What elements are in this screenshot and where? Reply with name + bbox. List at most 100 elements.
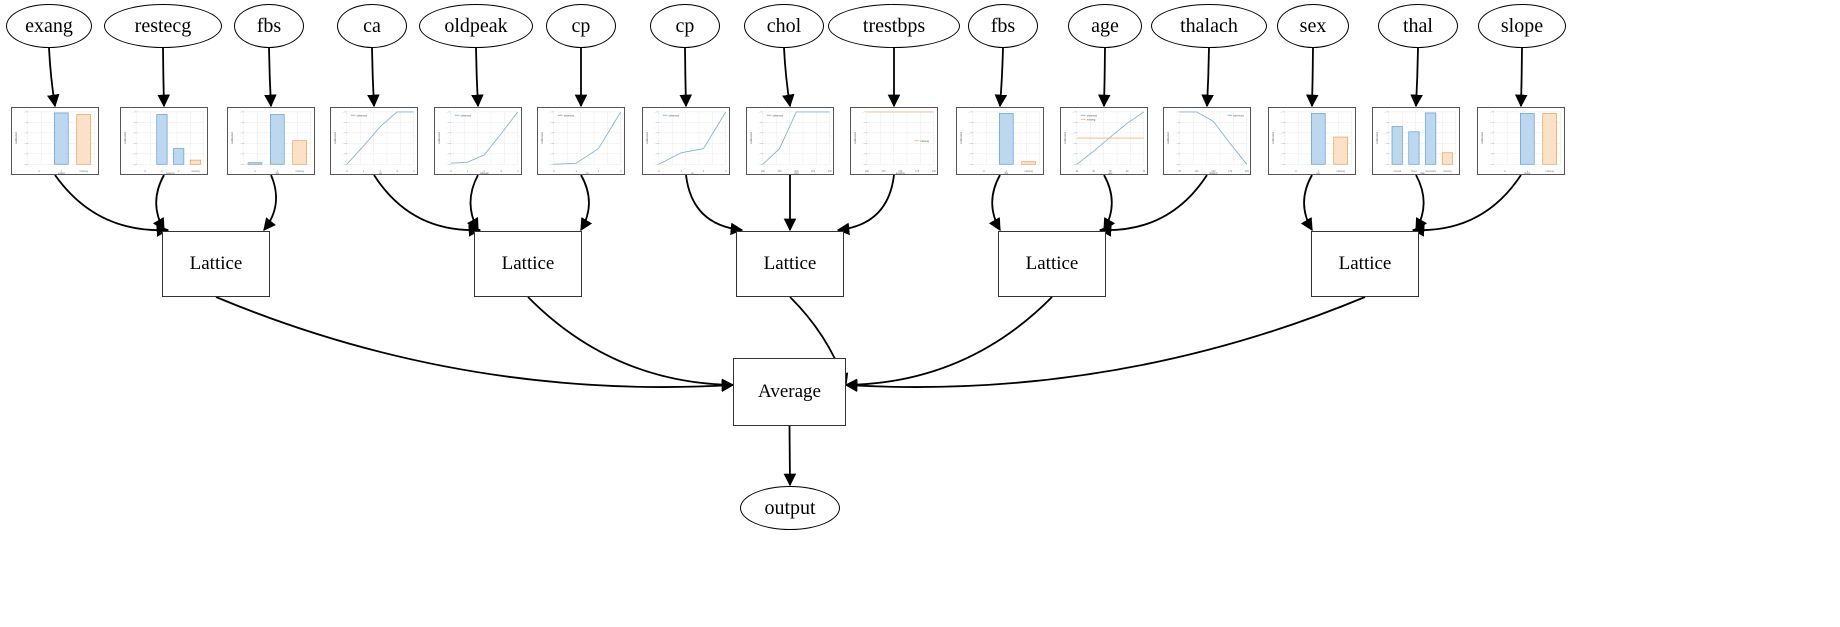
svg-text:-: - [655,111,656,114]
lattice-node-2[interactable]: Lattice [474,231,582,297]
svg-text:-: - [240,153,241,156]
feature-node-label: thalach [1180,14,1238,37]
svg-text:-: - [759,111,760,114]
svg-text:-: - [1490,143,1491,146]
svg-text:missing: missing [1024,170,1033,173]
feature-node-fbs[interactable]: fbs [234,4,304,48]
svg-text:-: - [24,153,25,156]
svg-text:-: - [969,164,970,167]
svg-text:-: - [1281,122,1282,125]
svg-text:-: - [1490,111,1491,114]
svg-text:0: 0 [983,170,985,173]
svg-text:observed: observed [357,114,368,117]
lattice-node-3[interactable]: Lattice [736,231,844,297]
feature-node-cp[interactable]: cp [546,4,616,48]
svg-text:fixed: fixed [1411,170,1417,173]
feature-node-label: slope [1500,14,1544,37]
svg-text:50: 50 [1109,170,1112,173]
svg-text:calibrated: calibrated [1271,132,1275,144]
feature-node-trestbps[interactable]: trestbps [828,4,960,48]
svg-text:1: 1 [363,170,365,173]
svg-text:3: 3 [396,170,398,173]
svg-text:3: 3 [500,170,502,173]
svg-text:4: 4 [517,170,519,173]
svg-text:-: - [969,132,970,135]
svg-text:cp: cp [586,172,589,174]
svg-text:70: 70 [1142,170,1145,173]
svg-text:-: - [1490,164,1491,167]
svg-text:trestbps: trestbps [896,172,906,174]
feature-node-sex[interactable]: sex [1277,4,1349,48]
svg-text:observed: observed [461,114,472,117]
svg-text:fbs: fbs [276,172,280,174]
svg-text:-: - [1281,132,1282,135]
svg-text:missing: missing [1545,170,1554,173]
svg-text:-: - [1385,132,1386,135]
svg-text:restecg: restecg [166,172,175,174]
svg-text:missing: missing [79,170,88,173]
feature-node-cp[interactable]: cp [650,4,720,48]
feature-node-label: restecg [134,14,192,37]
svg-text:calibrated: calibrated [1480,132,1484,144]
svg-text:0: 0 [1295,170,1297,173]
svg-text:-: - [1073,122,1074,125]
average-node[interactable]: Average [733,358,846,426]
svg-text:-: - [343,111,344,114]
svg-text:140: 140 [1211,170,1216,173]
svg-text:-: - [550,143,551,146]
lattice-node-5[interactable]: Lattice [1311,231,1419,297]
lattice-node-label: Lattice [763,253,817,274]
svg-text:-: - [759,132,760,135]
svg-text:2: 2 [703,170,705,173]
svg-text:500: 500 [828,170,833,173]
svg-text:0: 0 [450,170,452,173]
feature-node-ca[interactable]: ca [337,4,407,48]
svg-text:observed: observed [773,114,784,117]
svg-text:-: - [1176,111,1177,114]
svg-text:1: 1 [1006,170,1008,173]
svg-text:calibrated: calibrated [1063,132,1067,144]
feature-node-restecg[interactable]: restecg [104,4,222,48]
output-node[interactable]: output [740,486,840,530]
feature-node-chol[interactable]: chol [744,4,824,48]
feature-node-thal[interactable]: thal [1378,4,1458,48]
svg-text:1: 1 [61,170,63,173]
svg-text:0: 0 [553,170,555,173]
feature-node-age[interactable]: age [1068,4,1142,48]
feature-node-exang[interactable]: exang [6,4,92,48]
feature-node-fbs[interactable]: fbs [968,4,1038,48]
feature-node-oldpeak[interactable]: oldpeak [419,4,533,48]
svg-text:-: - [1176,122,1177,125]
feature-node-label: trestbps [862,14,926,37]
svg-text:calibrated: calibrated [1166,132,1170,144]
svg-text:1: 1 [467,170,469,173]
lattice-node-1[interactable]: Lattice [162,231,270,297]
feature-node-label: sex [1299,14,1327,37]
svg-text:-: - [1073,143,1074,146]
feature-node-label: exang [25,14,73,37]
svg-text:-: - [1281,143,1282,146]
feature-node-thalach[interactable]: thalach [1151,4,1267,48]
svg-text:chol: chol [794,172,799,174]
lattice-node-4[interactable]: Lattice [998,231,1106,297]
svg-text:-: - [240,164,241,167]
feature-node-slope[interactable]: slope [1478,4,1566,48]
svg-text:oldpeak: oldpeak [480,172,490,174]
